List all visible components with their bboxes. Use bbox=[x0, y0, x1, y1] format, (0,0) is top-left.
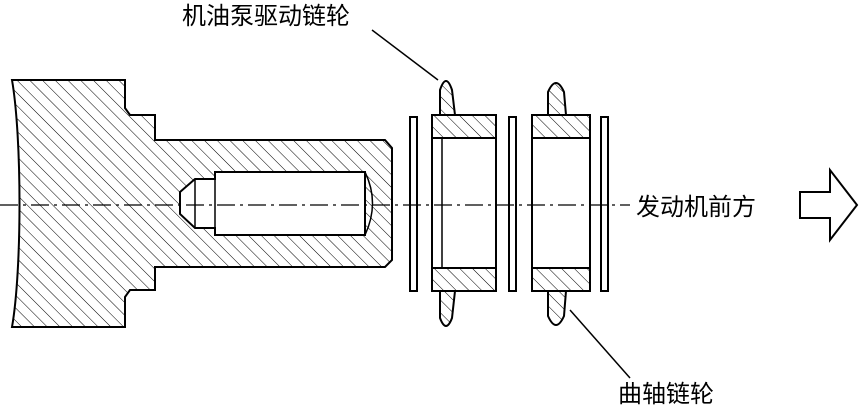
right-arrow-icon bbox=[799, 167, 859, 243]
label-oil-pump-drive-sprocket: 机油泵驱动链轮 bbox=[182, 2, 350, 30]
oil-pump-drive-sprocket bbox=[431, 80, 497, 327]
crankshaft-section bbox=[10, 79, 393, 328]
crankshaft-sprocket bbox=[531, 82, 591, 326]
label-crankshaft-sprocket: 曲轴链轮 bbox=[618, 380, 714, 408]
label-engine-front: 发动机前方 bbox=[636, 193, 756, 221]
leader-line-crankshaft-sprocket bbox=[569, 309, 631, 379]
leader-line-oil-pump-sprocket bbox=[371, 29, 439, 81]
washer-2 bbox=[508, 116, 517, 292]
washer-1 bbox=[409, 116, 418, 292]
washer-3 bbox=[600, 116, 609, 292]
